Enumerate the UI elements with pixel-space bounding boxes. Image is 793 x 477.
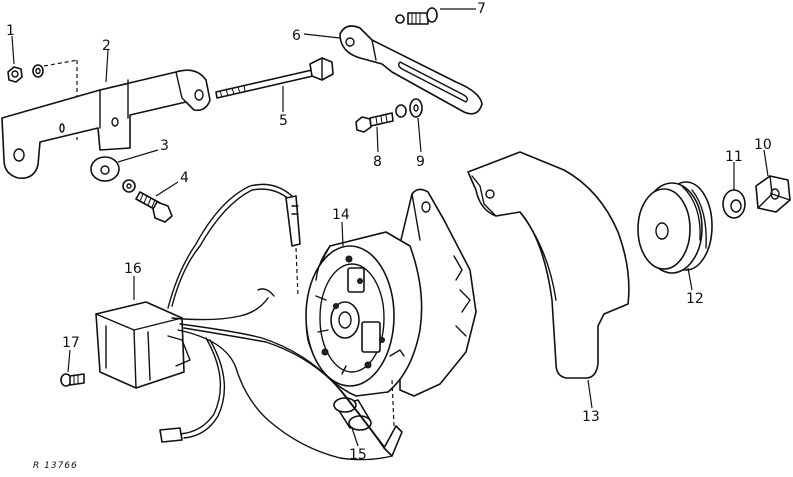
callout-11: 11 — [725, 149, 743, 165]
callout-1: 1 — [6, 23, 15, 39]
part-5-long-bolt — [215, 57, 334, 99]
part-10-nut — [755, 175, 791, 213]
part-7-screw — [395, 7, 438, 25]
callout-6: 6 — [292, 28, 301, 44]
callout-9: 9 — [416, 154, 425, 170]
callout-5: 5 — [279, 113, 288, 129]
callout-3: 3 — [160, 138, 169, 154]
part-8-cap-screw — [355, 112, 394, 133]
callout-labels: 1 2 3 4 5 6 7 8 9 10 11 12 13 14 15 16 1… — [6, 1, 772, 463]
lock-washer-4 — [122, 179, 136, 193]
part-4-cap-screw — [135, 191, 173, 223]
part-14-alternator — [305, 188, 477, 397]
callout-12: 12 — [686, 291, 704, 307]
reference-code: R 13766 — [33, 461, 78, 471]
part-11-washer — [722, 189, 746, 219]
callout-13: 13 — [582, 409, 600, 425]
part-17-screw — [60, 373, 85, 387]
part-3-flat-washer — [90, 156, 120, 182]
callout-2: 2 — [102, 38, 111, 54]
part-15-spacer — [333, 397, 372, 431]
part-1-nut — [7, 66, 23, 83]
part-9-washers — [395, 98, 423, 118]
part-2-mounting-bracket — [1, 69, 211, 180]
part-6-adjusting-strap — [339, 25, 483, 115]
callout-16: 16 — [124, 261, 142, 277]
callout-14: 14 — [332, 207, 350, 223]
part-13-belt-guard — [467, 151, 630, 379]
assembly-line — [43, 59, 79, 67]
part-12-pulley — [637, 181, 713, 274]
lock-washer-2 — [32, 64, 44, 78]
part-16-voltage-regulator — [95, 301, 191, 389]
callout-7: 7 — [477, 1, 486, 17]
callout-leaders — [11, 8, 769, 447]
wiring-harness — [159, 183, 403, 461]
callout-4: 4 — [180, 170, 189, 186]
callout-8: 8 — [373, 154, 382, 170]
callout-17: 17 — [62, 335, 80, 351]
callout-10: 10 — [754, 137, 772, 153]
callout-15: 15 — [349, 447, 367, 463]
